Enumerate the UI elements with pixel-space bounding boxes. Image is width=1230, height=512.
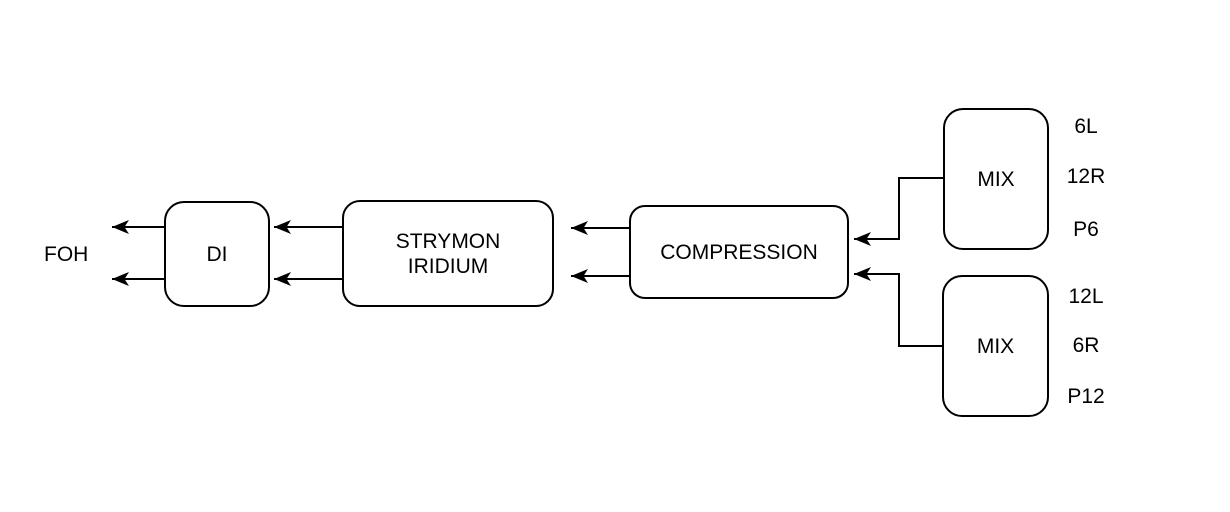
strymon-node-label-line2: IRIDIUM (407, 254, 489, 278)
mix-bottom-node-label: MIX (976, 334, 1015, 358)
mix-top-port-6l: 6L (1074, 115, 1098, 138)
di-node-label: DI (206, 242, 228, 266)
arrow-mix-top-to-compression (854, 177, 943, 246)
di-node: DI (164, 201, 270, 307)
mix-bottom-port-6r: 6R (1072, 334, 1100, 357)
compression-node-label: COMPRESSION (660, 240, 818, 264)
mix-top-node: MIX (943, 108, 1049, 250)
foh-label: FOH (44, 243, 89, 266)
arrow-mix-bottom-to-compression (854, 267, 942, 347)
mix-top-port-12r: 12R (1066, 165, 1106, 188)
mix-top-node-label: MIX (977, 167, 1015, 191)
strymon-iridium-node: STRYMON IRIDIUM (342, 200, 554, 307)
compression-node: COMPRESSION (629, 205, 849, 299)
mix-bottom-node: MIX (942, 275, 1049, 417)
mix-top-port-p6: P6 (1073, 218, 1099, 241)
strymon-node-label-line1: STRYMON (395, 229, 501, 253)
mix-bottom-port-p12: P12 (1067, 385, 1105, 408)
mix-bottom-port-12l: 12L (1068, 285, 1104, 308)
